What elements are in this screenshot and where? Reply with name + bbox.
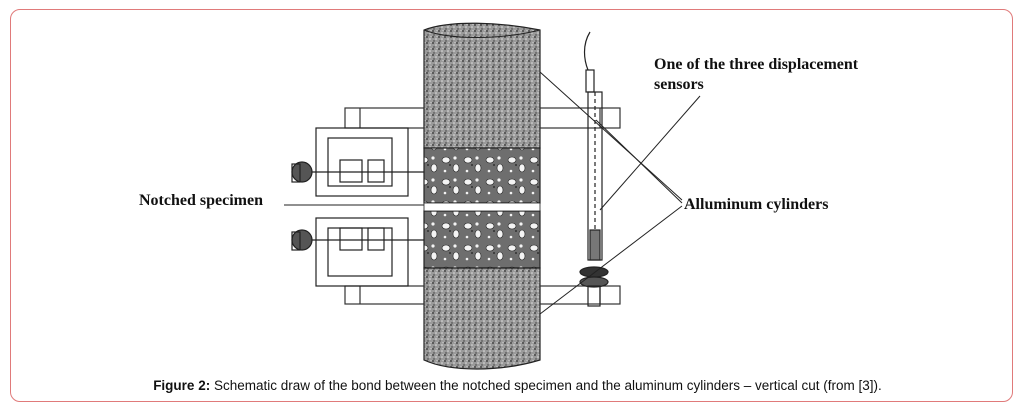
leader-lines: [284, 71, 701, 315]
specimen-label: Notched specimen: [139, 192, 263, 209]
notched-specimen-drawing: [423, 147, 541, 269]
sensor-label-line2: sensors: [654, 76, 704, 93]
sensor-label-line1: One of the three displacement: [654, 56, 859, 73]
caption-text: Schematic draw of the bond between the n…: [210, 378, 882, 393]
displacement-sensor: [579, 31, 609, 307]
aluminum-cylinder-top: [423, 22, 541, 149]
figure-caption: Figure 2: Schematic draw of the bond bet…: [0, 378, 1035, 393]
mechanism-upper: [291, 127, 424, 197]
aluminum-cylinder-bottom: [423, 267, 541, 370]
caption-prefix: Figure 2:: [153, 378, 211, 393]
mechanism-lower: [291, 217, 424, 287]
cylinders-label: Alluminum cylinders: [684, 196, 829, 213]
